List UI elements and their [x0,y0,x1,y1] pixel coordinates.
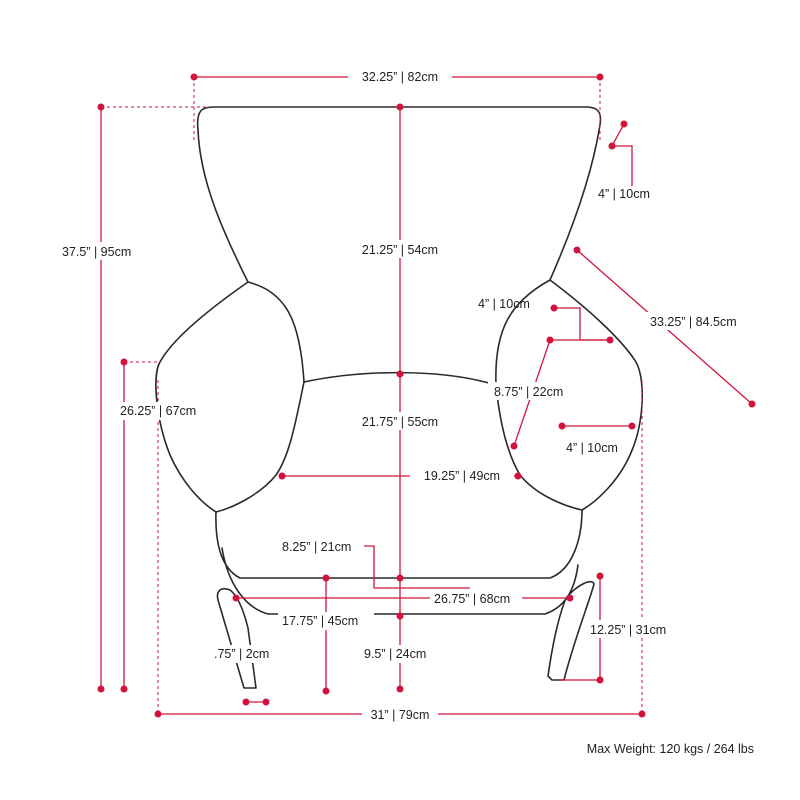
label-back-height: 21.25” | 54cm [362,243,438,257]
base-frame-outline [221,547,579,615]
label-overall-depth: 31” | 79cm [371,708,430,722]
label-cushion-thickness: 8.25” | 21cm [282,540,351,554]
dimension-lines [100,76,753,715]
label-lower-arm: 4” | 10cm [566,441,618,455]
right-wing-outline [495,279,551,386]
label-leg-thickness: .75” | 2cm [214,647,269,661]
label-seat-height: 17.75” | 45cm [282,614,358,628]
left-arm-inner-outline [215,381,305,513]
left-armrest-outline [155,281,249,513]
label-leg-span: 26.75” | 68cm [434,592,510,606]
extension-lines [101,77,643,714]
right-leg-outline [547,580,595,681]
left-wing-outline [247,281,305,383]
label-seat-depth: 21.75” | 55cm [362,415,438,429]
label-wing-depth: 4” | 10cm [598,187,650,201]
label-leg-height: 9.5” | 24cm [364,647,426,661]
label-arm-width: 8.75” | 22cm [494,385,563,399]
label-upper-arm: 4” | 10cm [478,297,530,311]
label-seat-width: 19.25” | 49cm [424,469,500,483]
label-diagonal-depth: 33.25” | 84.5cm [650,315,737,329]
label-arm-height-total: 12.25” | 31cm [590,623,666,637]
left-leg-outline [216,587,257,689]
max-weight-note: Max Weight: 120 kgs / 264 lbs [586,742,754,756]
label-arm-height-outer: 26.25” | 67cm [120,404,196,418]
dimension-labels: 32.25” | 82cm 4” | 10cm 37.5” | 95cm 21.… [60,68,756,723]
endpoint-dots [97,73,756,718]
label-overall-width: 32.25” | 82cm [362,70,438,84]
seat-cushion-outline [215,509,583,579]
label-overall-height: 37.5” | 95cm [62,245,131,259]
